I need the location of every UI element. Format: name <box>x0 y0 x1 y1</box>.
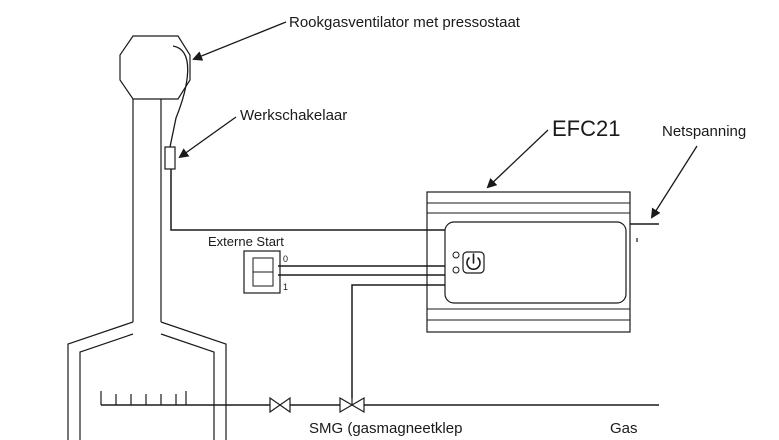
boiler <box>67 321 227 440</box>
callout-arrows <box>178 21 698 219</box>
pressure-switch-hose <box>169 45 189 148</box>
controller-front-panel <box>444 221 627 304</box>
external-start-label: Externe Start <box>208 234 284 249</box>
switch-off-label: 0 <box>283 254 288 264</box>
flue-gas-fan <box>119 35 191 100</box>
gas-valve-label: SMG (gasmagneetklep <box>309 420 462 437</box>
power-icon[interactable] <box>462 251 485 274</box>
efc21-controller <box>426 191 638 333</box>
gas-label: Gas <box>610 420 638 437</box>
mains-label: Netspanning <box>662 123 746 140</box>
switch-on-label: 1 <box>283 282 288 292</box>
status-led-2 <box>452 266 460 274</box>
wiring <box>170 169 659 398</box>
chimney <box>132 99 162 322</box>
work-switch-label: Werkschakelaar <box>240 107 347 124</box>
burner <box>100 391 187 405</box>
work-switch <box>164 146 176 170</box>
gas-solenoid-valve <box>339 396 365 414</box>
manual-valve <box>269 396 291 414</box>
external-start-switch: 0 1 <box>243 250 288 294</box>
status-led-1 <box>452 251 460 259</box>
controller-label: EFC21 <box>552 116 620 141</box>
fan-label: Rookgasventilator met pressostaat <box>289 14 521 31</box>
